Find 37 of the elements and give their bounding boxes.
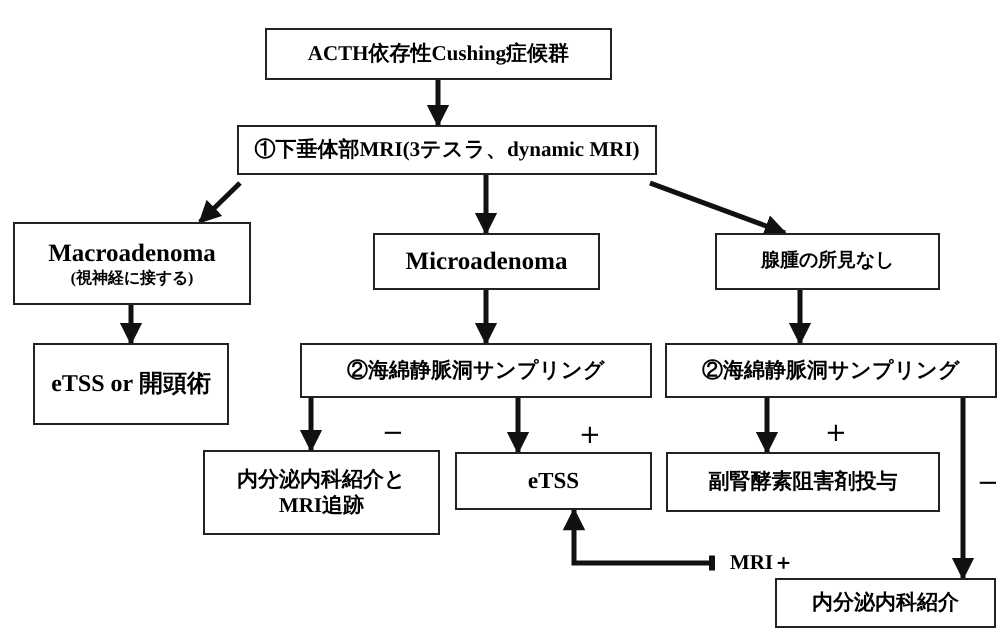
arrow [474,175,498,236]
box-text: ①下垂体部MRI(3テスラ、dynamic MRI) [254,137,640,163]
box-text: Macroadenoma [48,238,216,269]
box-text: 副腎酵素阻害剤投与 [708,469,898,495]
arrow [198,181,242,224]
process-box [715,233,940,290]
box-text: 腺腫の所見なし [761,250,894,273]
process-box [455,452,652,510]
process-box [373,233,600,290]
arrow [788,290,812,346]
box-text: eTSS [528,467,580,495]
process-box [203,450,440,535]
process-box [666,452,940,512]
arrow [562,508,715,570]
box-subtext: (視神経に接する) [70,268,194,288]
box-text: 内分泌内科紹介とMRI追跡 [236,467,407,518]
process-box [13,222,251,305]
box-text: ACTH依存性Cushing症候群 [308,41,570,67]
result-label: MRI＋ [730,550,794,576]
process-box [775,578,996,628]
process-box [33,343,229,425]
arrow [506,398,530,454]
arrow [474,290,498,346]
arrow [120,305,142,346]
process-box [265,28,612,80]
box-text: 内分泌内科紹介 [812,590,959,616]
box-text: ②海綿静脈洞サンプリング [702,358,960,384]
arrow [756,398,778,454]
arrow [952,398,974,580]
arrow [426,80,450,128]
process-box [300,343,652,398]
box-text: Microadenoma [405,246,568,276]
arrow [300,398,322,452]
box-text: eTSS or 開頭術 [51,370,211,398]
box-text: ②海綿静脈洞サンプリング [347,358,605,384]
process-box [237,125,657,175]
process-box [665,343,997,398]
